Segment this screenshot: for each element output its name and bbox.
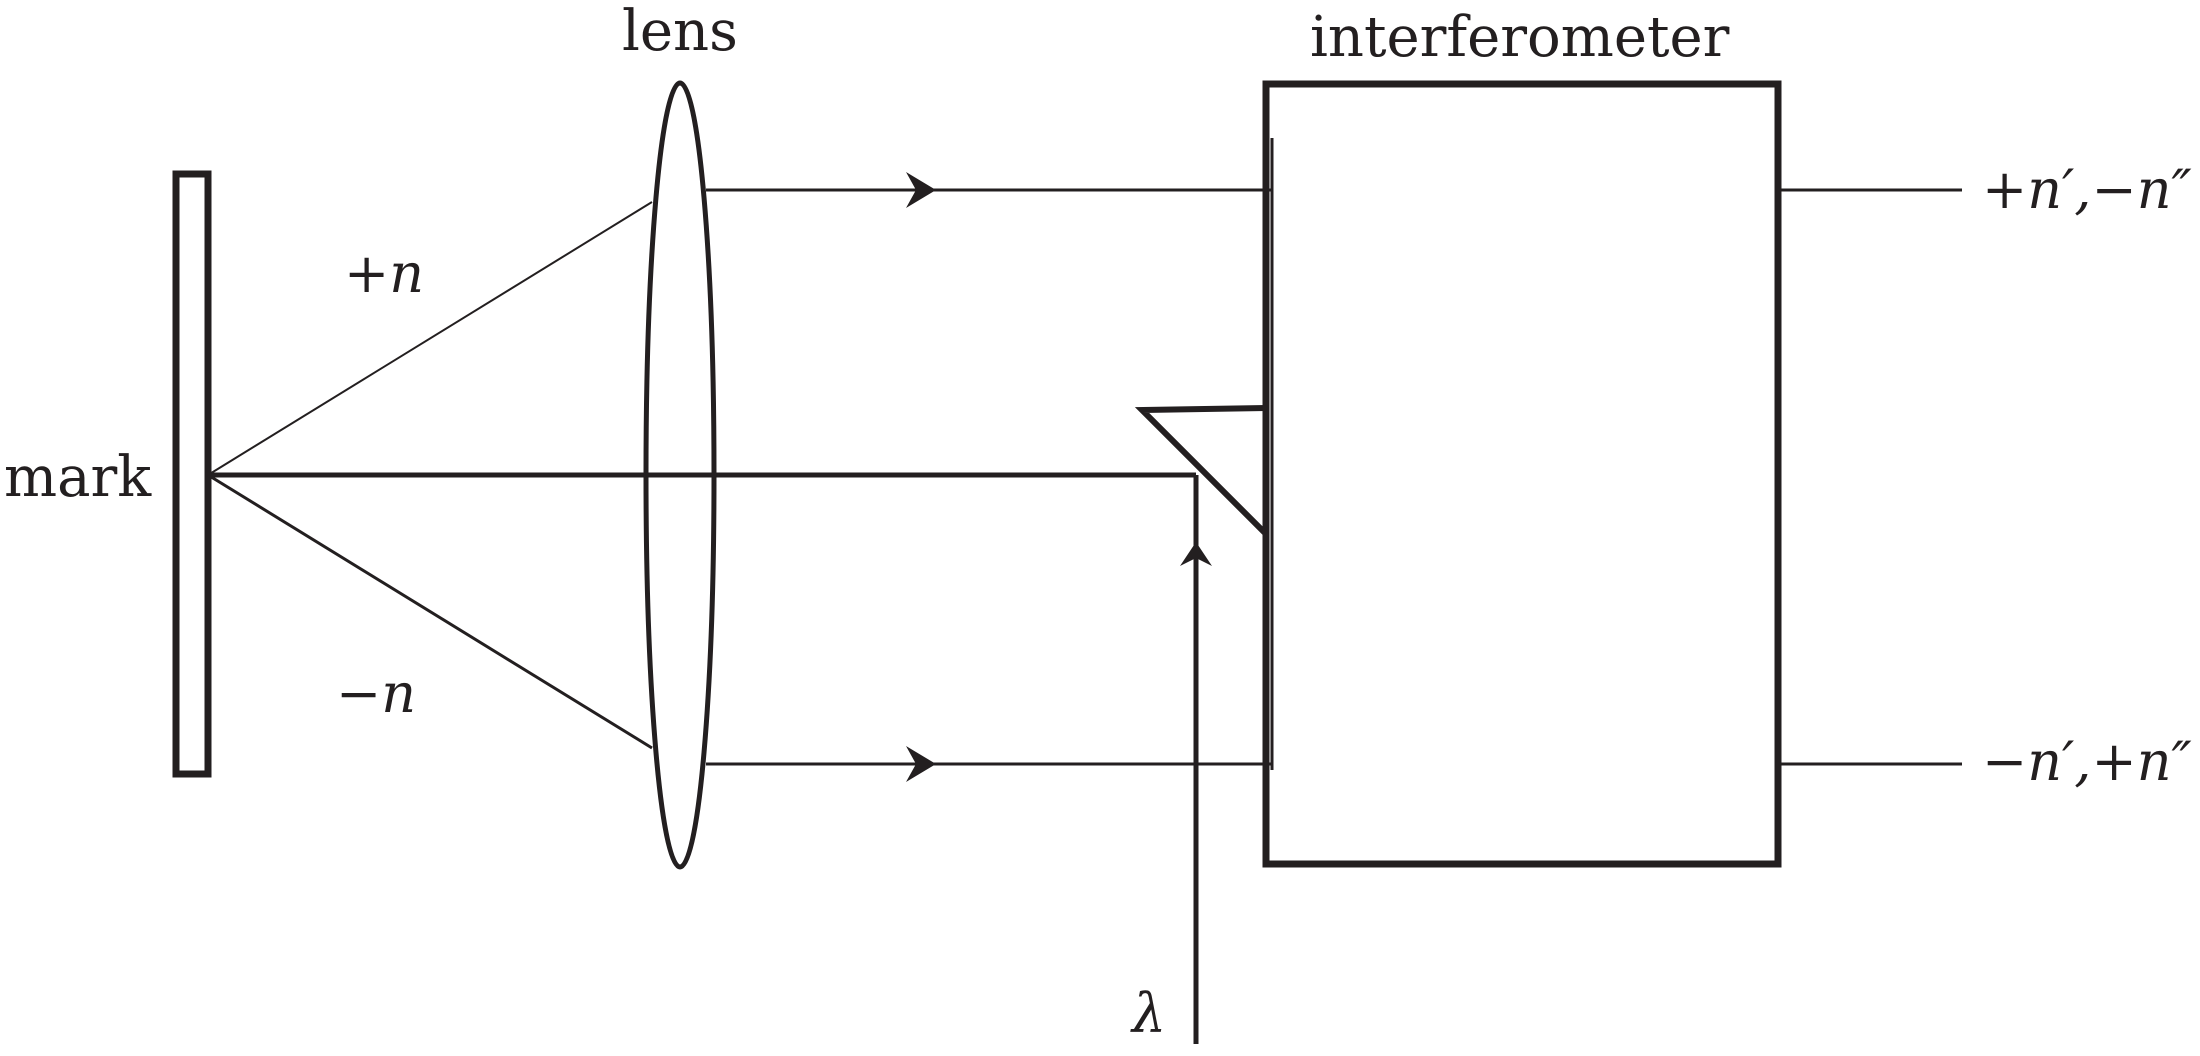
interferometer-box bbox=[1262, 80, 1782, 868]
interferometer-label: interferometer bbox=[1310, 5, 1730, 70]
upper-beam-arrowhead bbox=[906, 172, 936, 208]
output-top-label: +n′,−n″ bbox=[1982, 158, 2192, 221]
laser-input-arrowhead bbox=[1180, 542, 1212, 566]
plus-n-diffraction-ray bbox=[207, 201, 653, 476]
lower-beam-arrowhead bbox=[906, 746, 936, 782]
mark-label: mark bbox=[4, 445, 152, 510]
wavelength-label: λ bbox=[1130, 982, 1166, 1045]
mark-plate bbox=[172, 170, 212, 778]
lens-element bbox=[643, 80, 717, 870]
prism-mirror bbox=[1134, 405, 1269, 537]
minus-n-diffraction-ray bbox=[207, 473, 653, 750]
minus-n-label: −n bbox=[336, 662, 416, 725]
lens-label: lens bbox=[622, 0, 738, 64]
output-bottom-label: −n′,+n″ bbox=[1982, 730, 2192, 793]
plus-n-label: +n bbox=[344, 242, 424, 305]
